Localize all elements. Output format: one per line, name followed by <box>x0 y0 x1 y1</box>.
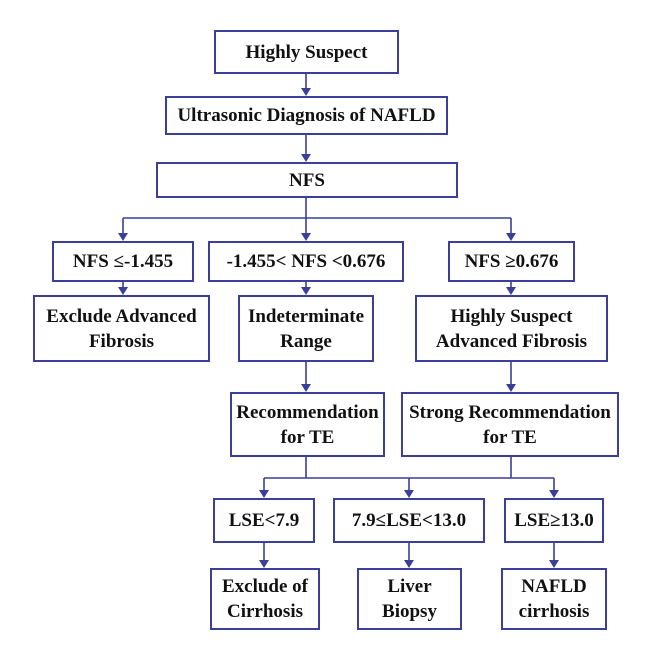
node-recommendation-te: Recommendation for TE <box>230 392 385 457</box>
arrowhead <box>118 287 128 295</box>
edge-nfs-split <box>122 198 512 233</box>
arrowhead <box>506 233 516 241</box>
node-nfs: NFS <box>156 162 458 198</box>
arrowhead <box>506 287 516 295</box>
arrowhead <box>404 560 414 568</box>
arrowhead <box>404 490 414 498</box>
arrowhead <box>301 154 311 162</box>
edge-te-merge <box>263 457 555 490</box>
node-liver-biopsy: Liver Biopsy <box>357 568 462 630</box>
node-strong-recommendation-te: Strong Recommendation for TE <box>401 392 619 457</box>
arrowhead <box>549 560 559 568</box>
arrowhead <box>506 384 516 392</box>
arrowhead <box>301 233 311 241</box>
node-nfs-high: NFS ≥0.676 <box>448 241 575 282</box>
node-highly-suspect: Highly Suspect <box>214 30 399 74</box>
node-lse-high: LSE≥13.0 <box>504 498 604 543</box>
node-nafld-cirrhosis: NAFLD cirrhosis <box>501 568 607 630</box>
arrowhead <box>549 490 559 498</box>
node-exclude-advanced-fibrosis: Exclude Advanced Fibrosis <box>33 295 210 362</box>
node-nfs-mid: -1.455< NFS <0.676 <box>208 241 404 282</box>
node-highly-suspect-advanced-fibrosis: Highly Suspect Advanced Fibrosis <box>415 295 608 362</box>
node-indeterminate-range: Indeterminate Range <box>238 295 374 362</box>
arrowhead <box>259 560 269 568</box>
arrowhead <box>118 233 128 241</box>
arrowhead <box>301 287 311 295</box>
arrowhead <box>301 88 311 96</box>
arrowhead <box>259 490 269 498</box>
node-exclude-cirrhosis: Exclude of Cirrhosis <box>210 568 320 630</box>
node-nfs-low: NFS ≤-1.455 <box>52 241 194 282</box>
node-ultrasonic-diagnosis: Ultrasonic Diagnosis of NAFLD <box>165 96 448 135</box>
arrowhead <box>301 384 311 392</box>
node-lse-low: LSE<7.9 <box>213 498 315 543</box>
node-lse-mid: 7.9≤LSE<13.0 <box>333 498 485 543</box>
